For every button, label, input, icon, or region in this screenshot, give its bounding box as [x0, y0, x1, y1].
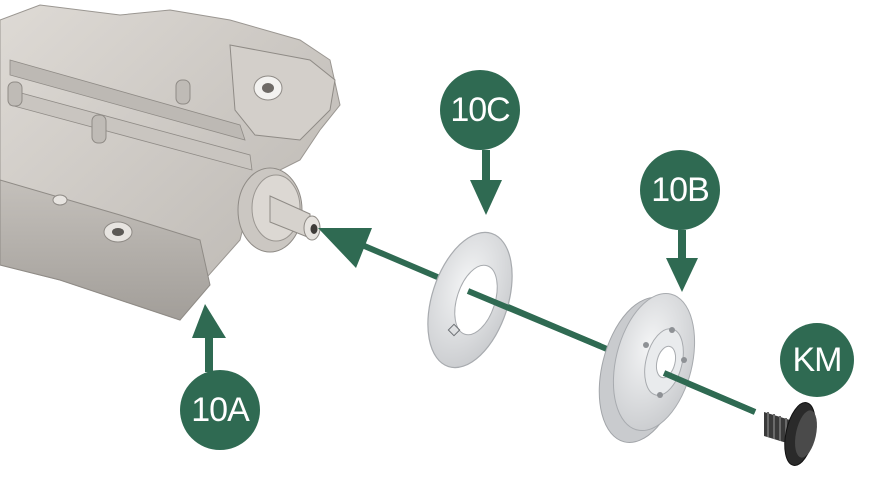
housing-part-10A	[0, 4, 341, 321]
arrow-down-icon	[482, 150, 490, 186]
assembly-arrow-tail	[662, 370, 757, 415]
callout-pointers	[192, 150, 698, 372]
arrow-up-icon	[192, 304, 226, 338]
bushing-part-10B	[598, 292, 696, 443]
assembly-arrow-segment	[466, 288, 602, 349]
callout-KM: KM	[780, 323, 854, 397]
screw-part-KM	[764, 402, 817, 466]
washer-part-10C	[427, 231, 513, 369]
arrow-up-icon	[205, 332, 213, 372]
arrow-down-icon	[678, 230, 686, 264]
arrow-down-icon	[470, 180, 502, 215]
callout-10B: 10B	[640, 150, 720, 230]
arrow-down-icon	[666, 258, 698, 292]
callout-10C: 10C	[440, 70, 520, 150]
callout-10A: 10A	[180, 370, 260, 450]
